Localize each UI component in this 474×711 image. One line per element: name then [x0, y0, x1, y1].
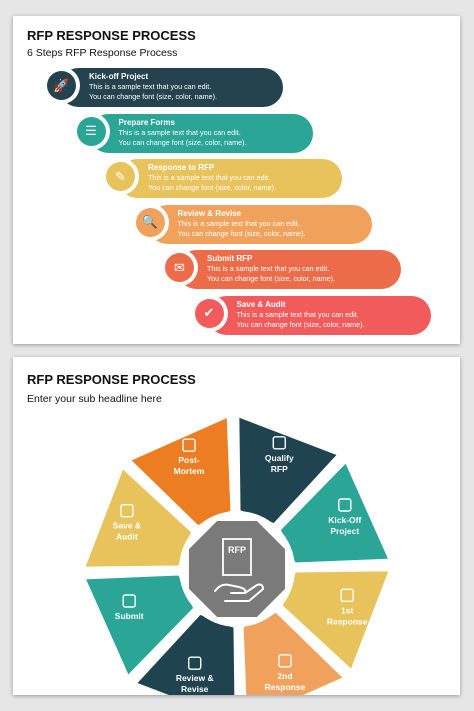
- step-line-1: This is a sample text that you can edit.: [118, 127, 241, 137]
- step-pin: 🔍: [129, 203, 169, 243]
- segment-label-line-2: Mortem: [174, 466, 205, 476]
- step-line-1: This is a sample text that you can edit.: [207, 264, 330, 273]
- segment-label-line-1: Save &: [113, 521, 141, 531]
- segment-label-line-1: Submit: [115, 611, 144, 621]
- segment-label: Submit: [115, 611, 144, 621]
- rocket-icon: [338, 498, 352, 512]
- step-pin-tail: [100, 188, 112, 197]
- step-pin: ✉: [159, 249, 198, 288]
- step-pin-tail: [70, 142, 83, 152]
- segment-label-line-2: RFP: [271, 464, 288, 474]
- step-title: Response to RFP: [148, 163, 215, 172]
- step-title: Prepare Forms: [118, 117, 175, 127]
- segment-label: Review &Revise: [176, 673, 214, 694]
- slide-title: RFP RESPONSE PROCESS: [27, 28, 196, 43]
- segment-label: Post-Mortem: [174, 455, 205, 476]
- slide-cycle: RFP RESPONSE PROCESS Enter your sub head…: [13, 357, 460, 695]
- slide-title: RFP RESPONSE PROCESS: [27, 372, 196, 387]
- segment-label: Save &Audit: [113, 521, 141, 542]
- segment-label-line-2: Project: [330, 526, 359, 536]
- team-icon: [182, 438, 196, 452]
- step-line-2: You can change font (size, color, name).: [177, 228, 306, 238]
- segment-label-line-1: Post-: [178, 455, 199, 465]
- audit-document-icon: [120, 504, 134, 518]
- step-title: Save & Audit: [236, 299, 286, 309]
- step-title: Submit RFP: [207, 254, 253, 263]
- rfp-document-icon: [222, 538, 252, 576]
- clipboard-icon: [272, 436, 286, 450]
- step-pin-tail: [41, 97, 53, 106]
- step-title: Kick-off Project: [89, 72, 149, 81]
- step-pin-tail: [129, 233, 142, 243]
- document-search-icon: 🔍: [135, 207, 165, 237]
- segment-label-line-1: Review &: [176, 673, 214, 683]
- audit-document-icon: ✔: [194, 298, 224, 328]
- submit-document-icon: [122, 594, 136, 608]
- step-pin: ✔: [188, 294, 228, 334]
- center-octagon: [188, 520, 286, 618]
- step-line-2: You can change font (size, color, name).: [207, 274, 335, 283]
- chat-icon: [340, 588, 354, 602]
- segment-label-line-1: 1st: [341, 605, 353, 615]
- segment-label-line-1: 2nd: [277, 671, 292, 681]
- step-title: Review & Revise: [177, 208, 242, 218]
- slide-subtitle: 6 Steps RFP Response Process: [27, 47, 178, 59]
- step-line-1: This is a sample text that you can edit.: [236, 309, 359, 319]
- hand-icon: [214, 583, 265, 602]
- step-line-1: This is a sample text that you can edit.: [148, 173, 271, 182]
- person-pen-icon: ✎: [106, 162, 135, 191]
- segment-label-line-1: Kick-Off: [328, 515, 361, 525]
- step-line-2: You can change font (size, color, name).: [89, 92, 217, 101]
- slide-steps: RFP RESPONSE PROCESS 6 Steps RFP Respons…: [13, 16, 460, 344]
- step-pin: 🚀: [41, 67, 80, 106]
- document-search-icon: [188, 656, 202, 670]
- step-line-2: You can change font (size, color, name).: [118, 137, 247, 147]
- segment-label-line-2: Response: [265, 682, 306, 692]
- form-icon: ☰: [76, 116, 106, 146]
- slide-subtitle: Enter your sub headline here: [27, 393, 162, 405]
- step-line-1: This is a sample text that you can edit.: [89, 82, 212, 91]
- step-line-2: You can change font (size, color, name).: [236, 319, 365, 329]
- step-line-1: This is a sample text that you can edit.: [177, 218, 300, 228]
- step-pin: ✎: [100, 158, 139, 197]
- rocket-icon: 🚀: [47, 71, 76, 100]
- segment-label-line-2: Audit: [116, 532, 138, 542]
- step-pin-tail: [188, 324, 201, 334]
- person-pen-icon: [278, 654, 292, 668]
- step-line-2: You can change font (size, color, name).: [148, 183, 276, 192]
- segment-label-line-2: Response: [327, 616, 368, 626]
- submit-document-icon: ✉: [165, 253, 194, 282]
- step-pin-tail: [159, 279, 171, 288]
- segment-label-line-2: Revise: [181, 684, 209, 694]
- segment-label-line-1: Qualify: [265, 453, 294, 463]
- step-pin: ☰: [70, 112, 110, 152]
- center-label: RFP: [228, 545, 246, 555]
